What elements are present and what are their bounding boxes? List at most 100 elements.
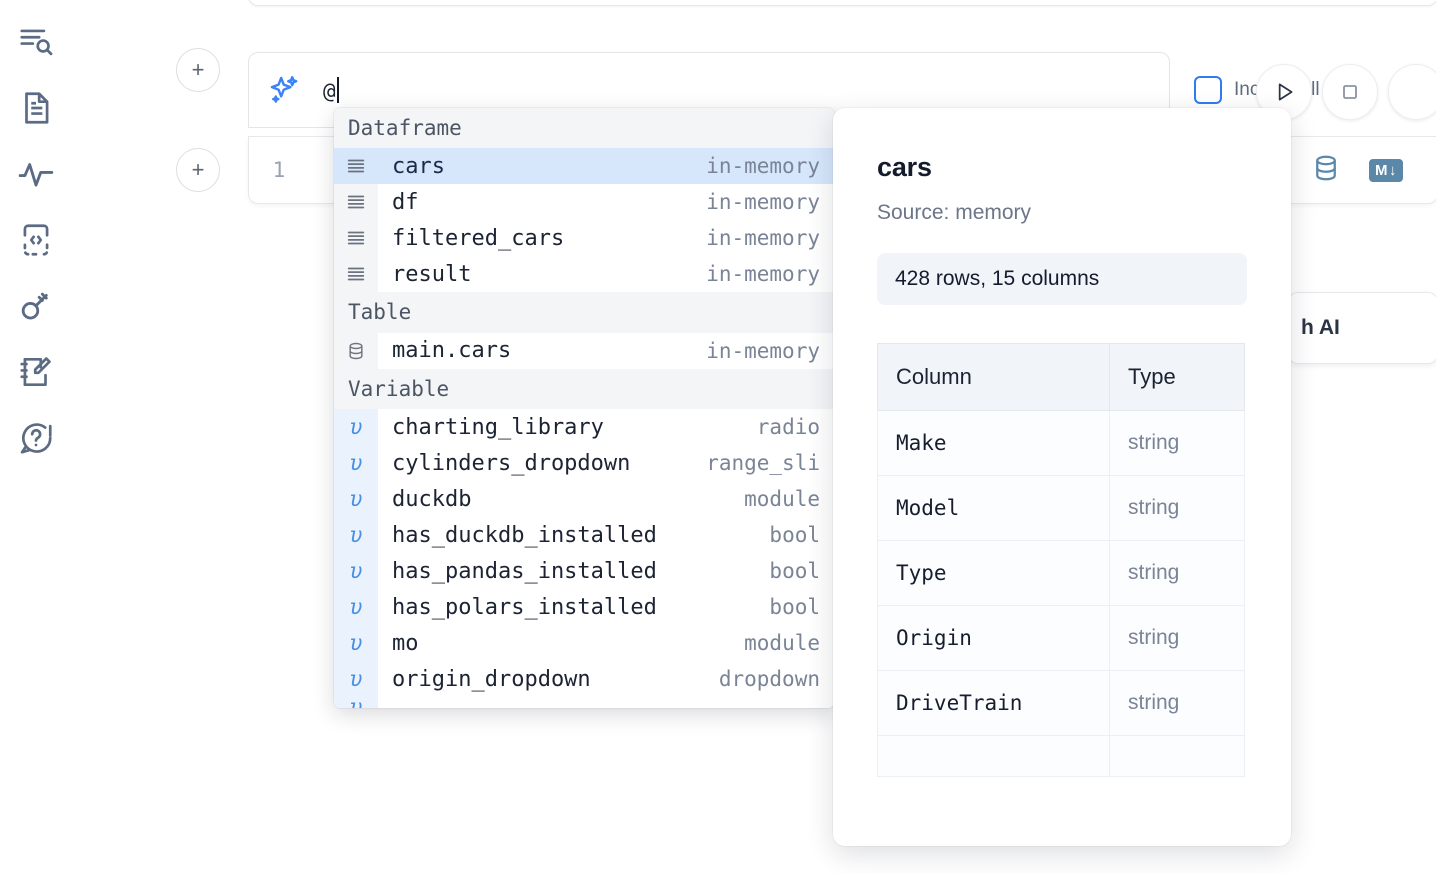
autocomplete-item-type: radio <box>756 415 820 440</box>
autocomplete-item-type: bool <box>769 523 820 548</box>
generate-with-ai-button[interactable]: h AI <box>1288 292 1436 364</box>
autocomplete-item[interactable]: υ cylinders_dropdown range_sli <box>334 445 834 482</box>
variable-upsilon-icon: υ <box>334 697 378 708</box>
autocomplete-item-name: cars <box>392 153 445 179</box>
variable-upsilon-icon: υ <box>334 661 378 698</box>
autocomplete-item-type: module <box>744 631 820 656</box>
include-all-code-checkbox[interactable] <box>1194 76 1222 104</box>
document-icon[interactable] <box>12 84 60 132</box>
variable-upsilon-icon: υ <box>334 589 378 626</box>
dataframe-lines-icon <box>334 148 378 185</box>
ai-prompt-value: @ <box>323 79 336 103</box>
line-number: 1 <box>272 158 286 182</box>
activity-icon[interactable] <box>12 150 60 198</box>
autocomplete-item[interactable]: υ has_duckdb_installed bool <box>334 517 834 554</box>
autocomplete-item-type: in-memory <box>706 262 820 287</box>
autocomplete-group-header: Dataframe <box>334 108 834 149</box>
schema-column-type: string <box>1109 670 1245 736</box>
header-type: Type <box>1109 343 1245 411</box>
doc-summary: 428 rows, 15 columns <box>877 253 1247 305</box>
autocomplete-item-name: charting_library <box>392 414 604 440</box>
doc-source: Source: memory <box>877 201 1032 224</box>
autocomplete-item-type: in-memory <box>706 338 820 363</box>
schema-column-name: Make <box>877 410 1110 476</box>
key-icon[interactable] <box>12 282 60 330</box>
autocomplete-item-name: result <box>392 261 472 287</box>
autocomplete-item-type: range_sli <box>706 451 820 476</box>
cell-icon-group: M↓ <box>1311 153 1403 188</box>
autocomplete-item[interactable]: υ charting_library radio <box>334 409 834 446</box>
ai-prompt-input[interactable]: @ <box>323 77 339 103</box>
snippet-code-icon[interactable] <box>12 216 60 264</box>
autocomplete-item-name: has_duckdb_installed <box>392 522 657 548</box>
autocomplete-item-type: bool <box>769 559 820 584</box>
dataframe-lines-icon <box>334 184 378 221</box>
autocomplete-item-type: in-memory <box>706 190 820 215</box>
autocomplete-item[interactable]: υ origin_dropdown dropdown <box>334 661 834 698</box>
variable-upsilon-icon: υ <box>334 481 378 518</box>
autocomplete-item[interactable]: result in-memory <box>334 256 834 293</box>
previous-cell <box>248 0 1436 6</box>
more-actions-button[interactable] <box>1388 64 1436 120</box>
autocomplete-group-header: Variable <box>334 368 834 410</box>
autocomplete-item-name: main.cars <box>392 338 512 364</box>
database-icon[interactable] <box>1311 153 1341 188</box>
autocomplete-item-type: in-memory <box>706 154 820 179</box>
scratchpad-edit-icon[interactable] <box>12 348 60 396</box>
autocomplete-item-name: origin_dropdown <box>392 666 591 692</box>
autocomplete-item-name: mo <box>392 630 419 656</box>
variable-upsilon-icon: υ <box>334 517 378 554</box>
dataframe-doc-popup: cars Source: memory 428 rows, 15 columns… <box>833 108 1291 846</box>
autocomplete-item[interactable]: main.cars in-memory <box>334 332 834 369</box>
autocomplete-group-header: Table <box>334 292 834 333</box>
autocomplete-item-name: df <box>392 189 419 215</box>
text-caret <box>336 77 339 103</box>
add-cell-button-bottom[interactable]: + <box>176 148 220 192</box>
outline-search-icon[interactable] <box>12 18 60 66</box>
schema-header-row: Column Type <box>877 343 1245 411</box>
schema-column-name: Model <box>877 475 1110 541</box>
autocomplete-item-name: duckdb <box>392 486 472 512</box>
sidebar-rail <box>0 0 72 874</box>
stop-button[interactable] <box>1322 64 1378 120</box>
autocomplete-item[interactable]: cars in-memory <box>334 148 834 185</box>
markdown-icon[interactable]: M↓ <box>1369 158 1403 182</box>
autocomplete-item-name: cylinders_dropdown <box>392 450 631 476</box>
dataframe-lines-icon <box>334 256 378 293</box>
schema-column-name: DriveTrain <box>877 670 1110 736</box>
autocomplete-item-name: filtered_cars <box>392 225 565 251</box>
doc-title: cars <box>877 152 932 182</box>
schema-column-type: string <box>1109 410 1245 476</box>
autocomplete-item-type: dropdown <box>718 667 820 692</box>
sparkle-icon <box>267 73 301 107</box>
autocomplete-item-clipped[interactable]: υ <box>334 697 834 708</box>
variable-upsilon-icon: υ <box>334 445 378 482</box>
variable-upsilon-icon: υ <box>334 409 378 446</box>
variable-upsilon-icon: υ <box>334 625 378 662</box>
autocomplete-item[interactable]: filtered_cars in-memory <box>334 220 834 257</box>
autocomplete-item[interactable]: df in-memory <box>334 184 834 221</box>
schema-column-name: Origin <box>877 605 1110 671</box>
schema-column-name <box>877 735 1110 777</box>
schema-column-type: string <box>1109 605 1245 671</box>
autocomplete-item-type: module <box>744 487 820 512</box>
variable-upsilon-icon: υ <box>334 553 378 590</box>
schema-column-type <box>1109 735 1245 777</box>
add-cell-button-top[interactable]: + <box>176 48 220 92</box>
help-chat-icon[interactable] <box>12 414 60 462</box>
run-controls <box>1256 64 1436 120</box>
ai-prompt-toolbar: Include all code <box>1170 52 1436 128</box>
autocomplete-item-type: in-memory <box>706 226 820 251</box>
